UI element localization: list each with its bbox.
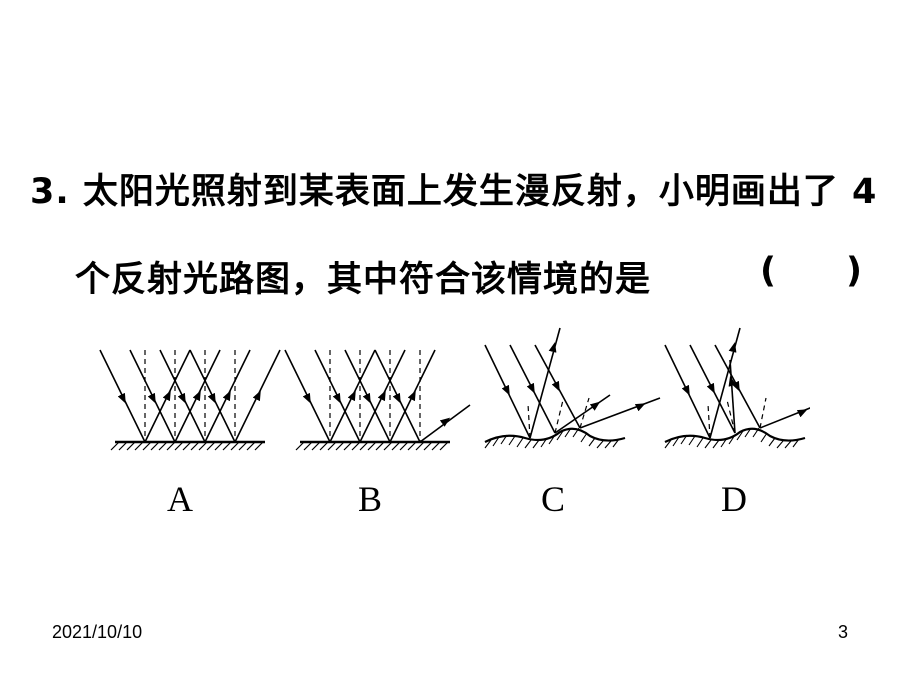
diagram-a (99, 349, 281, 451)
diagram-d (664, 327, 810, 449)
answer-paren-open: ( (760, 251, 776, 291)
question-line-2: 个反射光路图，其中符合该情境的是 (75, 260, 652, 300)
page-number: 3 (838, 622, 849, 642)
question-line-1: 3. 太阳光照射到某表面上发生漫反射，小明画出了 4 (30, 172, 878, 212)
option-label-c: C (540, 479, 565, 519)
diagram-b (284, 349, 471, 451)
option-label-a: A (167, 479, 193, 519)
option-label-b: B (357, 479, 382, 519)
reflection-diagrams (99, 327, 810, 451)
footer-date: 2021/10/10 (52, 622, 143, 642)
diagram-c (484, 327, 661, 449)
answer-paren-close: ) (846, 251, 862, 291)
option-label-d: D (721, 479, 747, 519)
